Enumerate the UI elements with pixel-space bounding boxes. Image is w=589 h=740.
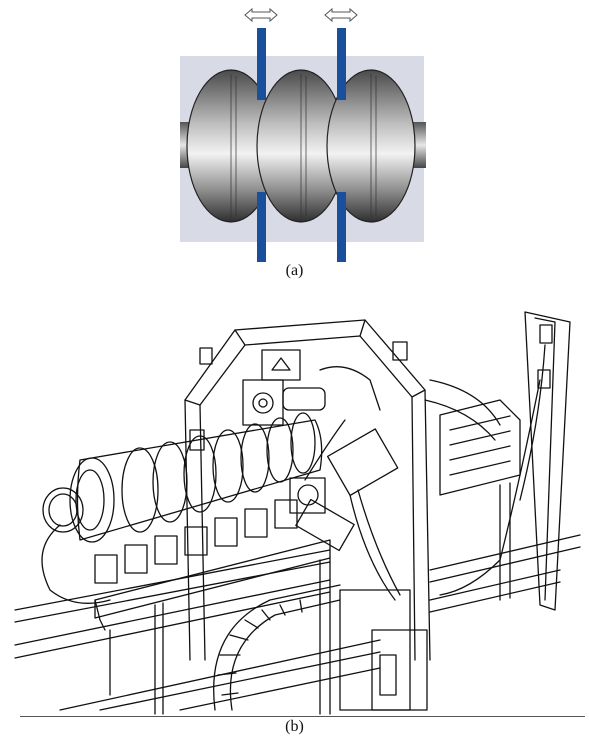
support-legs [109, 482, 511, 715]
floor-rails [14, 534, 581, 711]
double-arrow-icon [324, 7, 358, 23]
figure-a-caption: (a) [285, 262, 304, 279]
figure-a-cavity [180, 7, 426, 262]
hexagonal-frame [184, 319, 431, 711]
background-rack [424, 379, 521, 496]
double-arrow-icon [244, 7, 278, 23]
figure-b-caption: (b) [285, 718, 304, 735]
cable-chain [213, 584, 341, 711]
figure-b-test-stand [14, 311, 581, 715]
cables [41, 366, 401, 604]
tuning-rod-bottom-right [337, 192, 346, 262]
cavity-assembly [42, 412, 323, 543]
frame-fixtures [189, 341, 408, 696]
wiring-panel [439, 311, 571, 611]
actuator-row [94, 499, 331, 631]
tuning-rod-bottom-left [257, 192, 266, 262]
figure-divider [20, 716, 585, 717]
tuning-rod-top-right [337, 28, 346, 100]
upper-motor [242, 349, 326, 426]
tuning-rod-top-left [257, 28, 266, 100]
side-motor [289, 428, 399, 552]
